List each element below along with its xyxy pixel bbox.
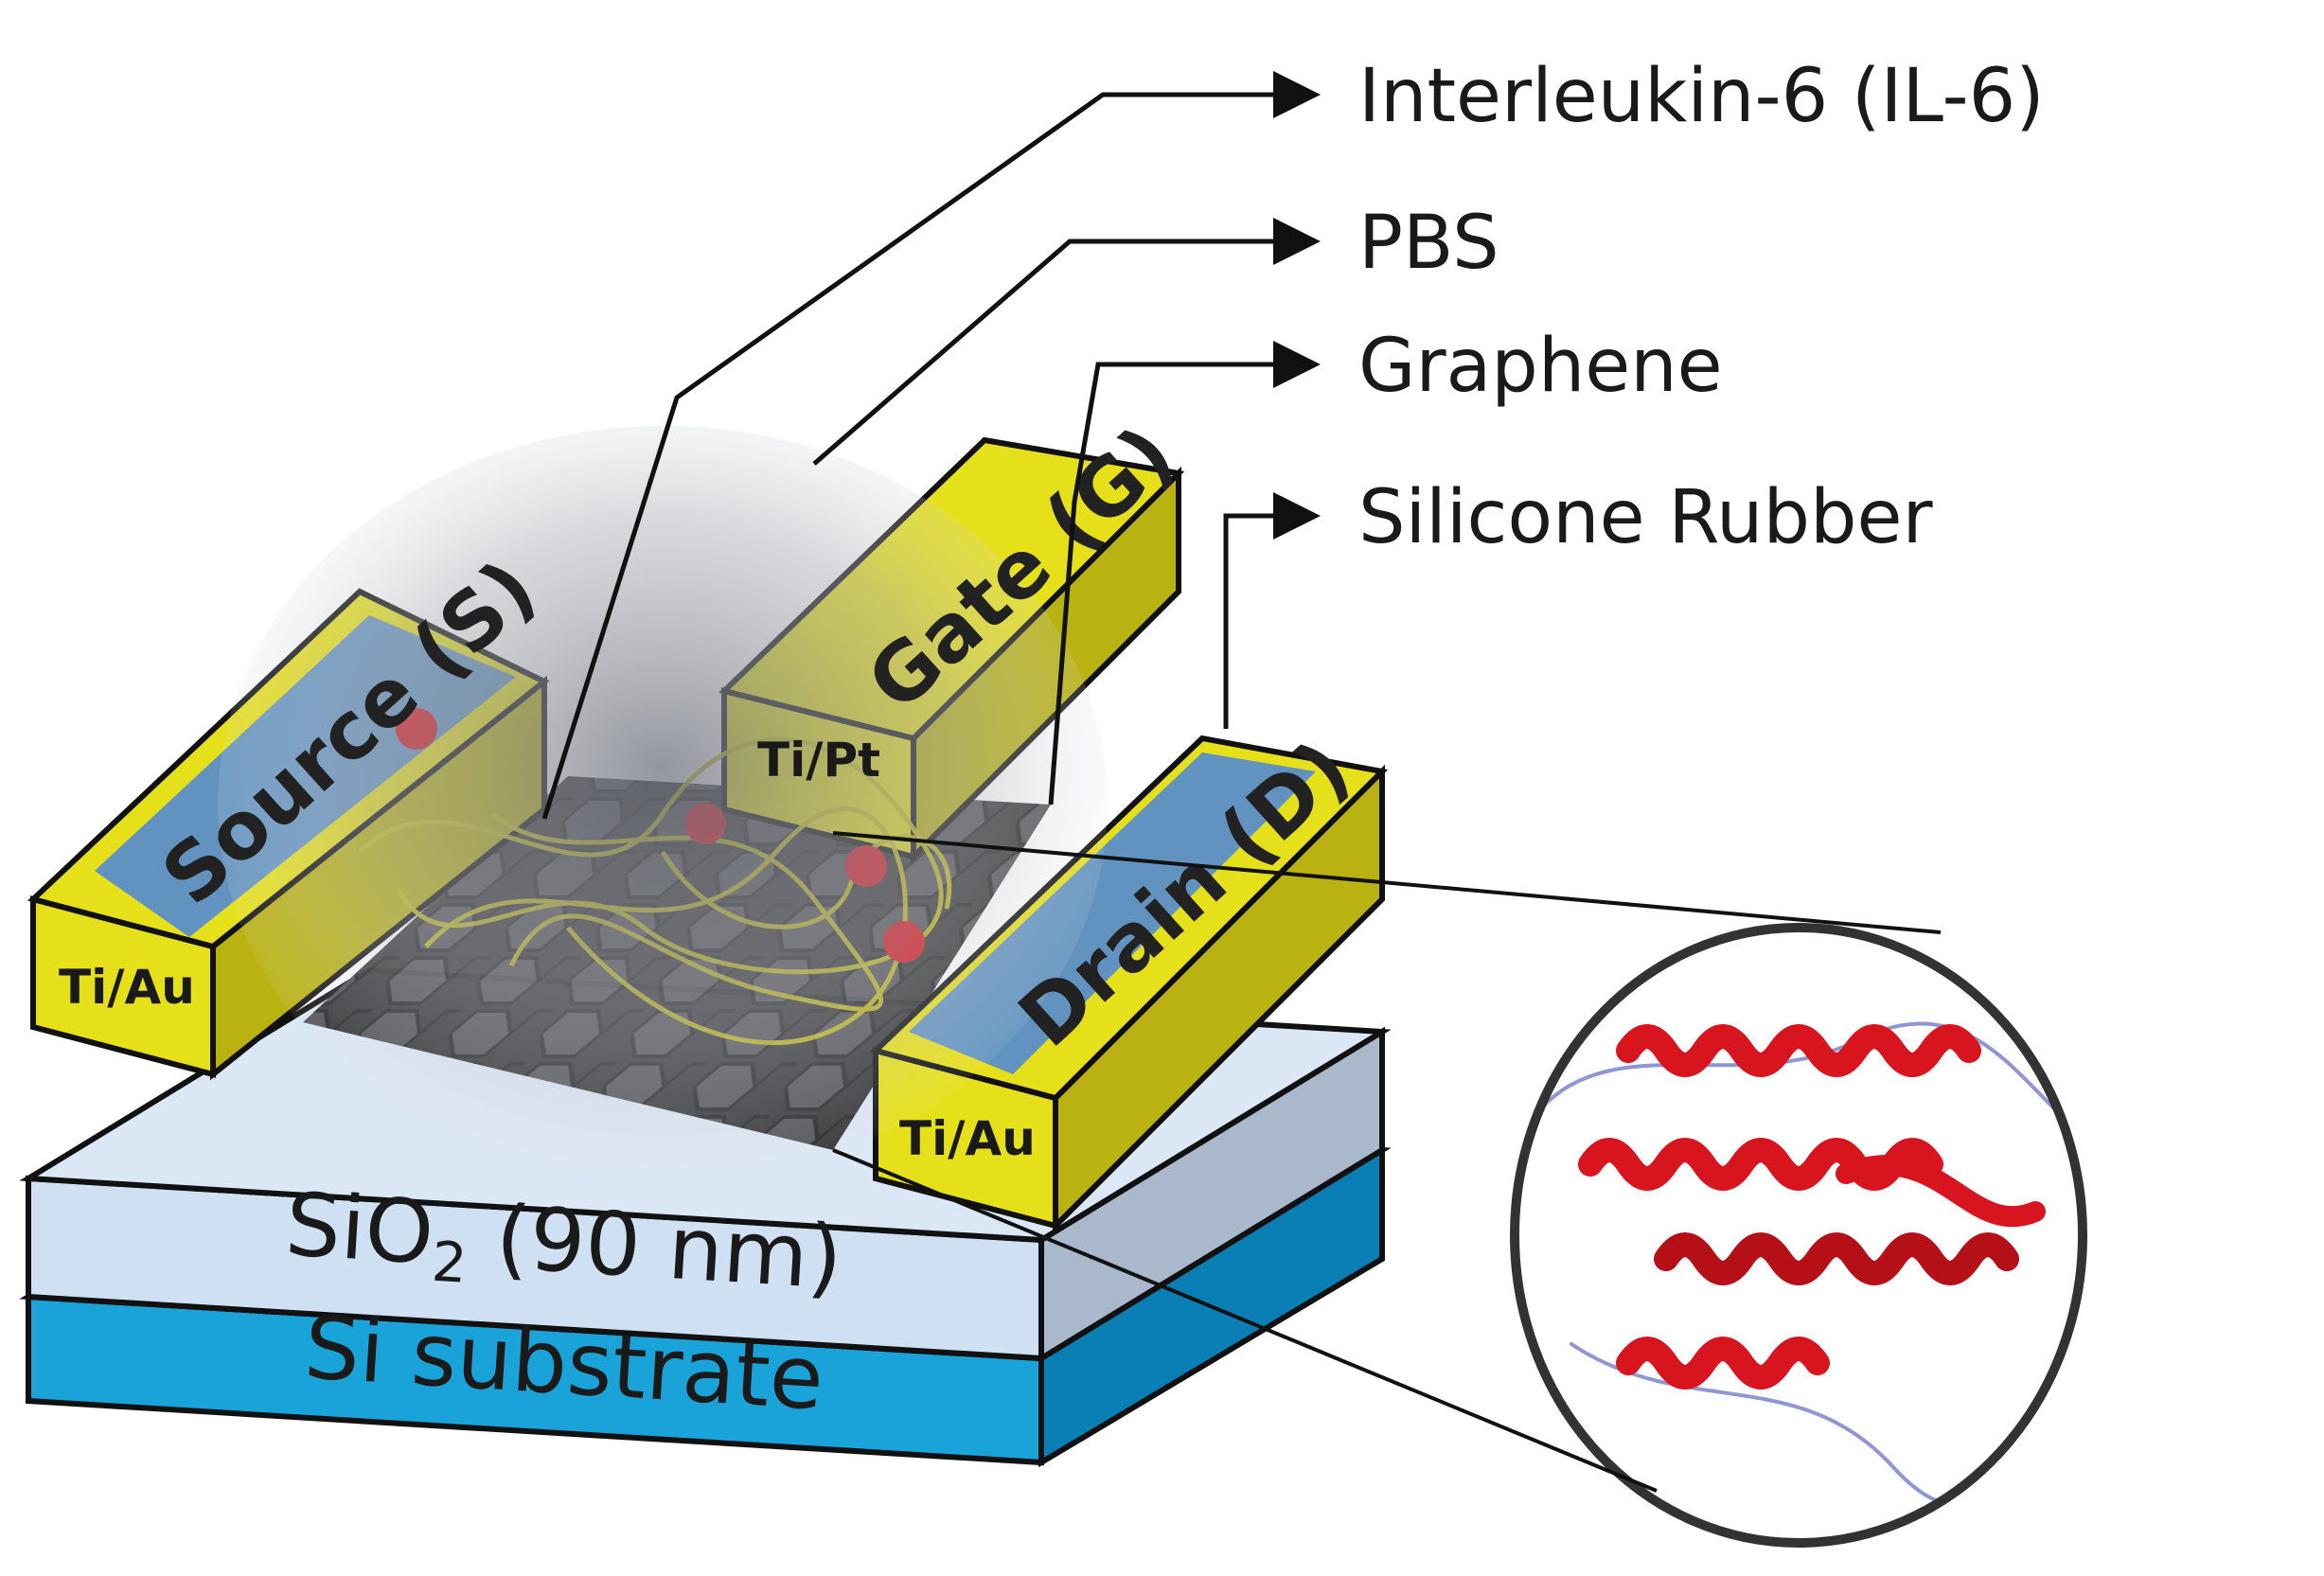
source-metal-label: Ti/Au <box>59 960 195 1015</box>
pbs-droplet <box>218 426 1108 1183</box>
graphene-callout-label: Graphene <box>1358 324 1723 409</box>
silicone-leader <box>1223 492 1321 729</box>
pbs-leader <box>812 218 1321 466</box>
gate-metal-label: Ti/Pt <box>757 733 880 788</box>
il6-zoom-inset <box>1510 923 2087 1548</box>
sio2-label-suffix: (90 nm) <box>466 1185 845 1309</box>
sio2-label-sub: 2 <box>430 1230 469 1296</box>
sio2-label: SiO2 (90 nm) <box>282 1174 845 1319</box>
il6-leader <box>541 71 1321 820</box>
il6-callout-label: Interleukin-6 (IL-6) <box>1358 54 2045 139</box>
silicone-callout-label: Silicone Rubber <box>1358 475 1933 560</box>
callout-leaders <box>541 71 1321 820</box>
drain-metal-label: Ti/Au <box>899 1111 1036 1166</box>
zoom-guide-lines <box>832 831 1942 1493</box>
pbs-callout-label: PBS <box>1358 201 1499 286</box>
graphene-leader <box>1048 341 1321 806</box>
sio2-label-prefix: SiO <box>283 1174 437 1284</box>
